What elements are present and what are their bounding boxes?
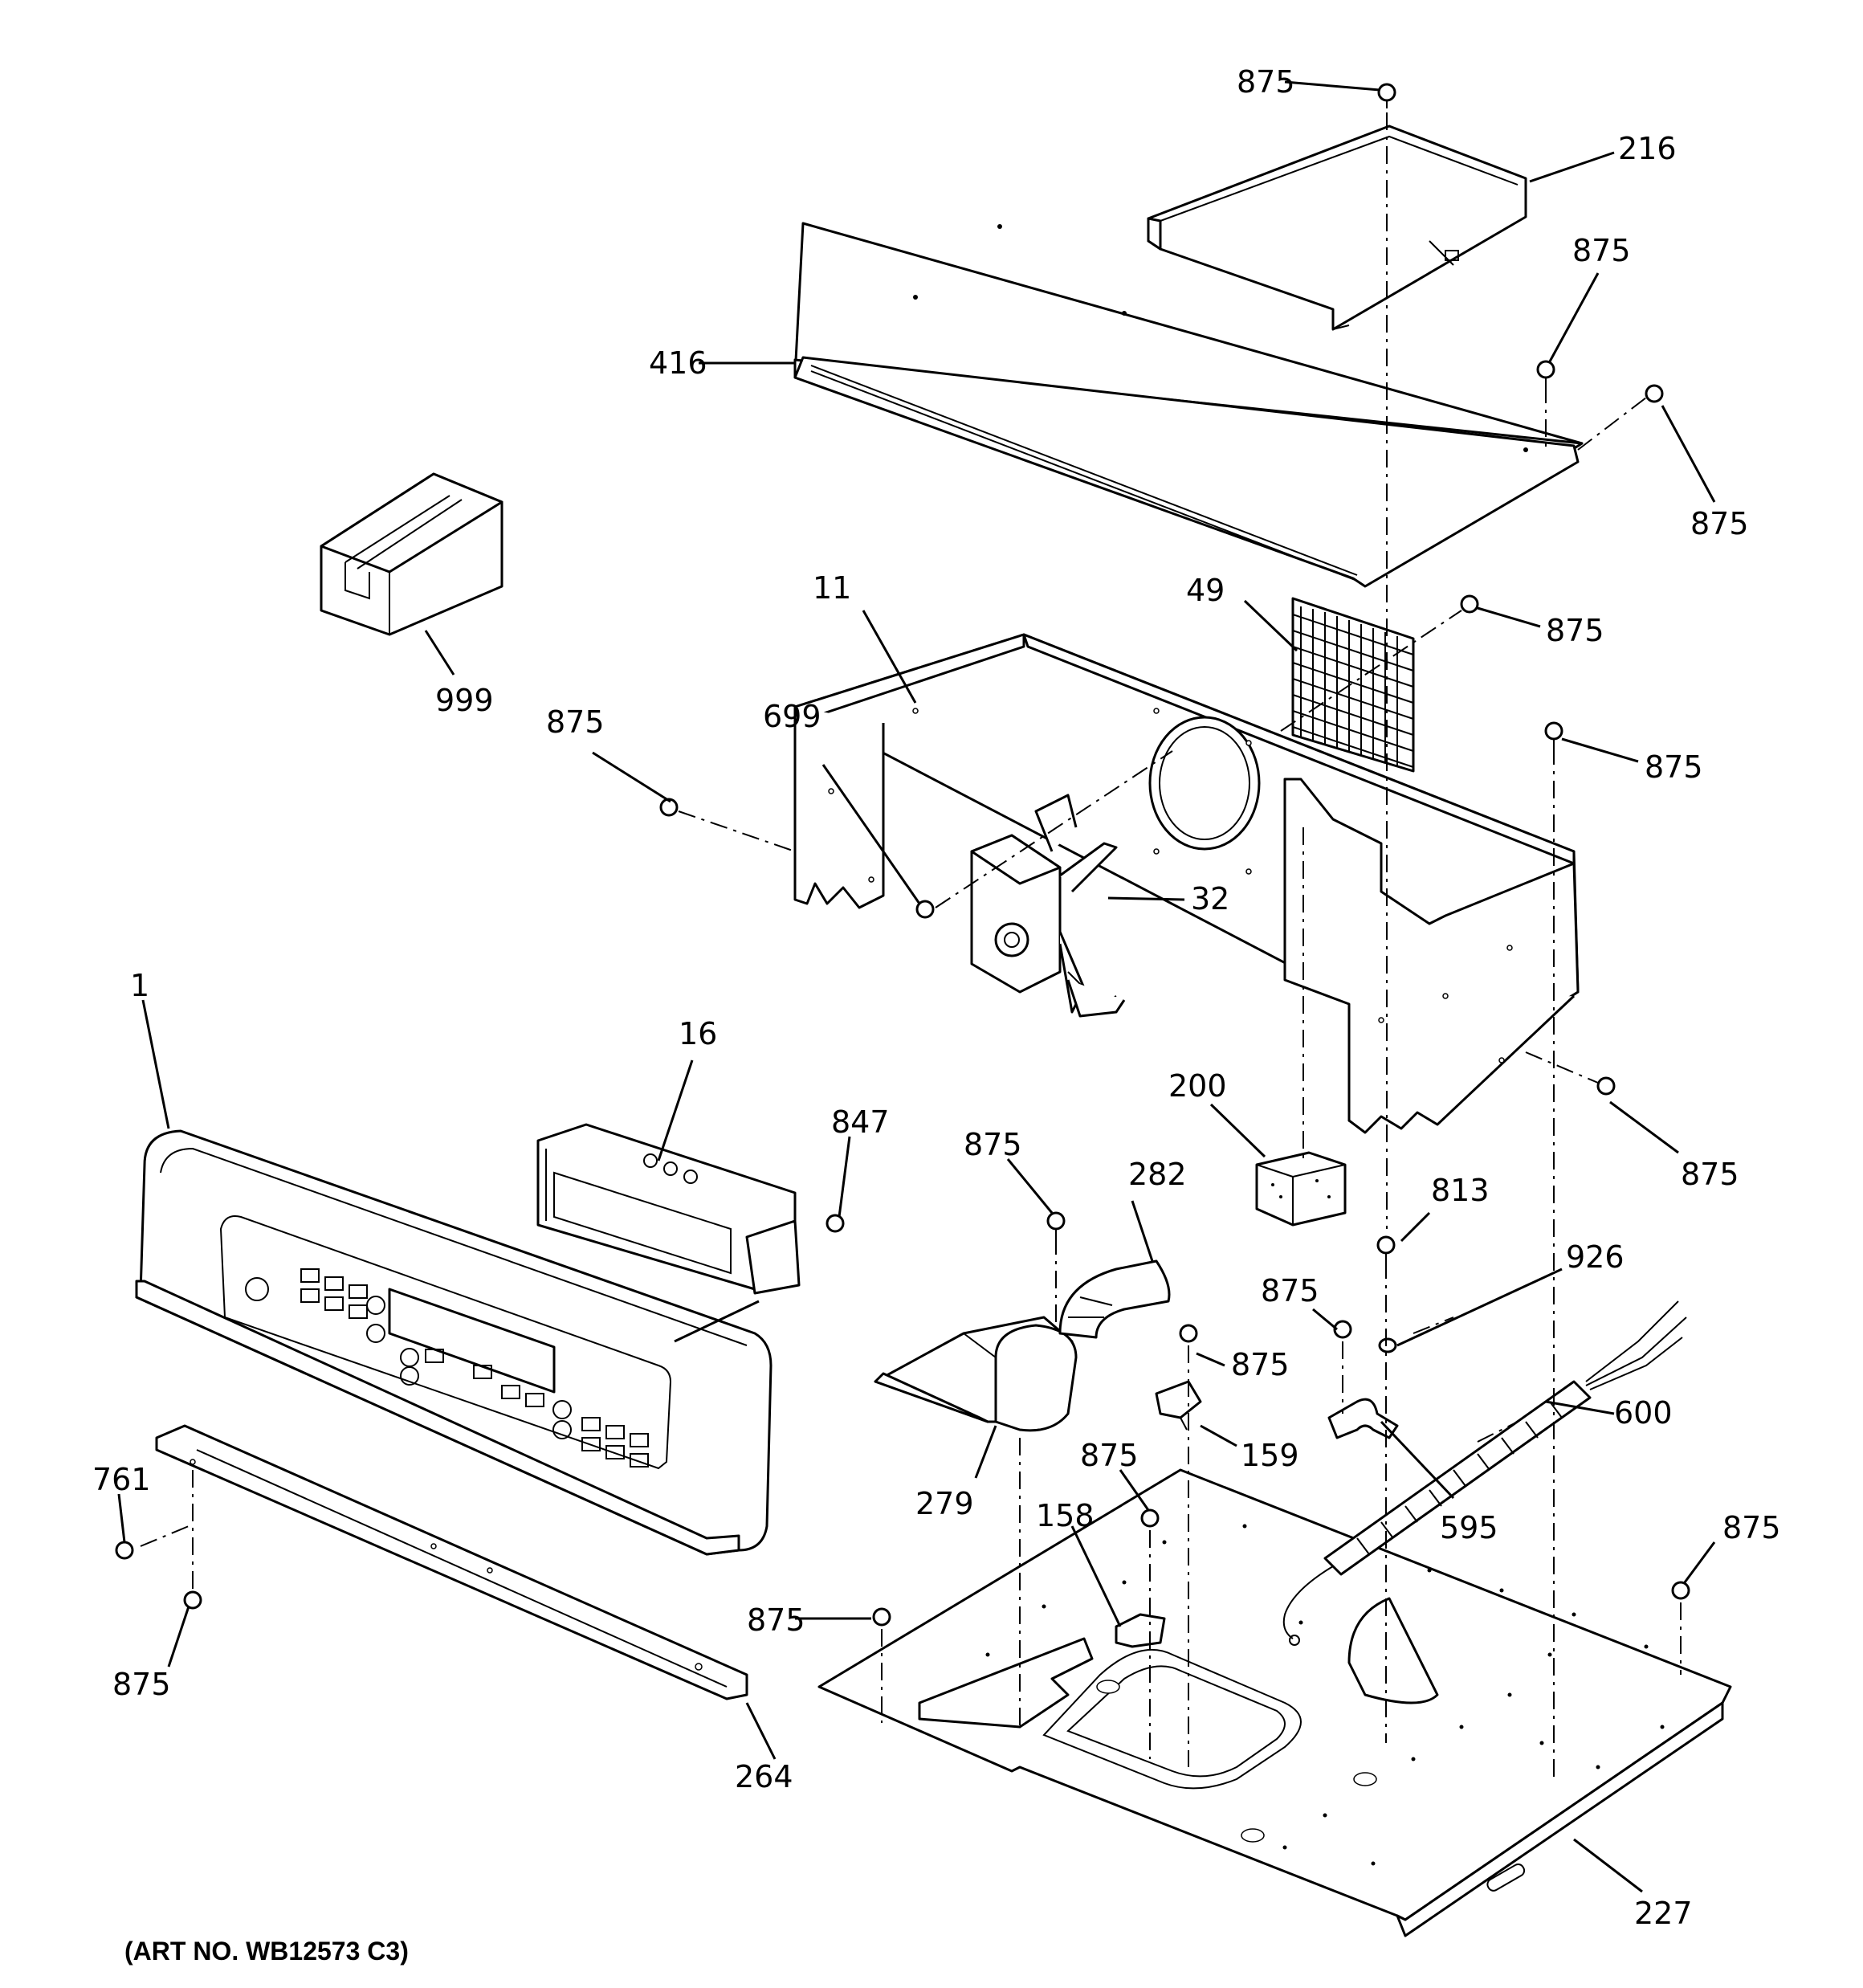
clamp-595 xyxy=(1327,1398,1399,1439)
callout-875: 875 xyxy=(1261,1273,1319,1308)
wire-harness-600 xyxy=(1282,1300,1687,1646)
thermostat-158 xyxy=(1115,1613,1166,1648)
control-panel-1 xyxy=(135,1129,773,1556)
callout-875: 875 xyxy=(964,1127,1022,1162)
callout-699: 699 xyxy=(763,699,821,734)
callout-1: 1 xyxy=(130,968,149,1003)
bracket-264 xyxy=(155,1424,748,1700)
thermostat-159 xyxy=(1155,1380,1202,1431)
fan-housing-11 xyxy=(793,633,1580,1134)
screw-icon xyxy=(115,1541,134,1560)
callout-416: 416 xyxy=(649,345,707,381)
callout-200: 200 xyxy=(1168,1068,1227,1104)
callout-595: 595 xyxy=(1440,1510,1498,1545)
callout-875: 875 xyxy=(1546,613,1604,648)
callout-875: 875 xyxy=(112,1667,171,1702)
fan-motor-32 xyxy=(970,794,1126,1018)
screw-icon xyxy=(915,900,935,919)
callout-761: 761 xyxy=(92,1462,151,1497)
screw-icon xyxy=(1140,1508,1160,1528)
callout-labels: 875 216 875 875 416 999 11 49 699 875 87… xyxy=(92,64,1781,1931)
callout-875: 875 xyxy=(1237,64,1295,100)
callout-49: 49 xyxy=(1186,573,1225,608)
leader-lines xyxy=(117,80,1716,1893)
screw-icon xyxy=(1645,384,1664,403)
screw-icon xyxy=(1536,360,1555,386)
screw-icon xyxy=(1046,1211,1066,1237)
callout-11: 11 xyxy=(813,570,851,606)
callout-926: 926 xyxy=(1566,1239,1625,1275)
callout-600: 600 xyxy=(1614,1395,1673,1431)
callout-999: 999 xyxy=(435,683,494,718)
callout-847: 847 xyxy=(831,1104,890,1140)
callout-16: 16 xyxy=(679,1016,717,1051)
clip-926 xyxy=(1378,1337,1397,1353)
callout-875: 875 xyxy=(1645,749,1703,785)
box-999 xyxy=(320,472,503,636)
screw-icon xyxy=(1671,1581,1690,1600)
shield-216 xyxy=(1147,125,1527,331)
screw-icon xyxy=(1460,594,1479,614)
screw-icon xyxy=(1377,83,1396,108)
screws xyxy=(115,83,1690,1627)
callout-279: 279 xyxy=(915,1486,974,1521)
callout-159: 159 xyxy=(1241,1438,1299,1473)
foam-block-200 xyxy=(1255,1151,1347,1227)
callout-875: 875 xyxy=(1080,1438,1139,1473)
art-number: (ART NO. WB12573 C3) xyxy=(124,1937,409,1966)
screw-icon xyxy=(1179,1324,1198,1343)
screw-icon xyxy=(1596,1076,1616,1096)
screw-icon xyxy=(872,1607,891,1627)
callout-216: 216 xyxy=(1618,131,1677,166)
callout-875: 875 xyxy=(1572,233,1631,268)
screw-icon xyxy=(826,1214,845,1233)
callout-875: 875 xyxy=(1690,506,1749,541)
callout-875: 875 xyxy=(1231,1347,1290,1382)
hose-282 xyxy=(1058,1259,1171,1339)
callout-264: 264 xyxy=(735,1759,793,1794)
callout-875: 875 xyxy=(1681,1157,1739,1192)
callout-875: 875 xyxy=(747,1602,805,1638)
callout-227: 227 xyxy=(1634,1896,1693,1931)
duct-279 xyxy=(874,1316,1078,1432)
top-cover-416 xyxy=(793,222,1584,588)
assembly-lines xyxy=(140,112,1682,1779)
screw-icon xyxy=(1376,1235,1396,1261)
grille-49 xyxy=(1291,597,1415,773)
callout-282: 282 xyxy=(1128,1157,1187,1192)
callout-158: 158 xyxy=(1036,1498,1095,1533)
callout-813: 813 xyxy=(1431,1173,1490,1208)
screw-icon xyxy=(1333,1320,1352,1339)
control-board-16 xyxy=(536,1123,801,1295)
callout-875: 875 xyxy=(546,704,605,740)
screw-icon xyxy=(183,1590,202,1610)
callout-875: 875 xyxy=(1722,1510,1781,1545)
base-pan-227 xyxy=(817,1468,1732,1937)
screw-icon xyxy=(1544,721,1563,747)
callout-32: 32 xyxy=(1191,881,1229,916)
